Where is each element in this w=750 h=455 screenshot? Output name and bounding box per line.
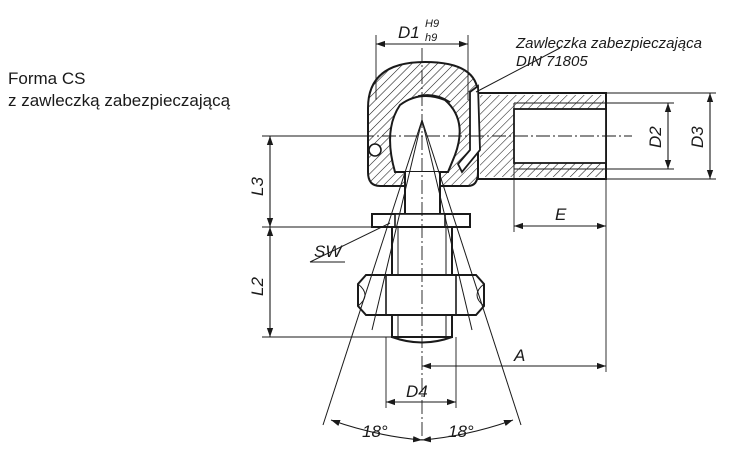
label-l3: L3	[248, 177, 267, 196]
callout-line1: Zawleczka zabezpieczająca	[515, 35, 702, 52]
threaded-arm	[456, 84, 607, 180]
label-a: A	[513, 346, 525, 365]
form-title: Forma CS z zawleczką zabezpieczającą	[8, 68, 230, 112]
label-d3: D3	[688, 126, 707, 148]
hex-nut	[357, 274, 485, 316]
labels: Zawleczka zabezpieczająca DIN 71805 D1 H…	[248, 18, 707, 441]
ball-neck	[404, 172, 441, 215]
label-d2: D2	[646, 126, 665, 148]
leaders	[309, 47, 561, 263]
retaining-hole	[368, 143, 382, 157]
wrench-flat	[394, 213, 446, 228]
label-sw: SW	[314, 242, 343, 261]
label-angle-right: 18°	[448, 422, 474, 441]
label-angle-left: 18°	[362, 422, 388, 441]
angle-arc-left	[330, 419, 423, 443]
dimension-lines	[266, 40, 714, 443]
label-d1-lower: h9	[425, 32, 437, 44]
label-d4: D4	[406, 382, 428, 401]
safety-clip	[456, 84, 481, 174]
stud-assembly	[357, 213, 485, 344]
label-d1: D1	[398, 23, 420, 42]
label-d1-upper: H9	[425, 18, 439, 30]
form-title-line2: z zawleczką zabezpieczającą	[8, 91, 231, 110]
label-e: E	[555, 205, 567, 224]
center-lines	[360, 48, 632, 440]
arm-wall-bottom	[480, 163, 604, 177]
label-l2: L2	[248, 277, 267, 296]
arm-wall-top	[480, 95, 604, 109]
angle-arc-right	[421, 419, 514, 443]
extension-lines	[262, 35, 716, 408]
form-title-line1: Forma CS	[8, 69, 86, 88]
socket-head	[367, 60, 479, 215]
swivel-cone	[322, 119, 522, 426]
callout-line2: DIN 71805	[516, 53, 588, 70]
